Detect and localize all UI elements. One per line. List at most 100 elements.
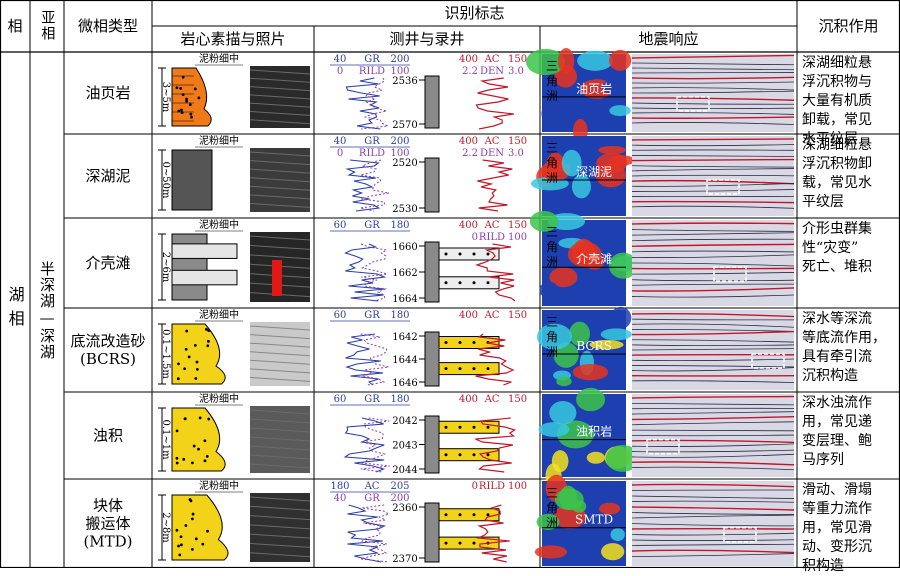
log-curve-name: RILD — [359, 148, 385, 159]
log-scale-min: 40 — [334, 493, 347, 504]
bed-dot — [459, 453, 462, 456]
seismic-attribute-patch — [587, 452, 605, 464]
lithology-column — [425, 332, 439, 386]
seismic-label: 油页岩 — [576, 81, 612, 96]
log-scale-min: 400 — [459, 136, 478, 147]
grain-dot — [191, 461, 194, 464]
microfacies-name: 深湖泥 — [85, 167, 130, 185]
lithology-column — [425, 76, 439, 128]
depth-label: 2530 — [392, 204, 417, 215]
log-scale-max: 180 — [390, 394, 409, 405]
depth-label: 2042 — [392, 416, 417, 427]
grain-dot — [177, 110, 180, 113]
core-sketch — [172, 324, 225, 384]
seismic-label: 三 — [546, 141, 558, 155]
bed-dot — [445, 426, 448, 429]
log-scale-min: 0 — [337, 148, 343, 159]
core-sketch — [172, 408, 225, 471]
grain-dot — [177, 545, 180, 548]
sand-bed — [439, 449, 499, 461]
grain-dot — [192, 513, 195, 516]
bed-dot — [487, 513, 490, 516]
log-scale-min: 400 — [459, 394, 478, 405]
grain-dot — [185, 330, 188, 333]
subfacies-label: 半深湖—深湖 — [30, 52, 64, 568]
log-curve-name: RILD — [479, 481, 505, 492]
grain-dot — [179, 87, 182, 90]
log-curve-name: DEN — [480, 148, 504, 159]
bed-dot — [445, 542, 448, 545]
grain-dot — [196, 361, 199, 364]
core-sketch — [172, 150, 212, 210]
header-facies: 相 — [0, 0, 30, 52]
bed-dot — [473, 513, 476, 516]
log-curve-name: AC — [484, 394, 500, 405]
seismic-label: BCRS — [576, 339, 611, 353]
seismic-label: 角 — [546, 240, 558, 254]
depth-label: 1664 — [392, 294, 417, 305]
grain-dot — [177, 363, 180, 366]
grain-scale: 泥粉细中 — [199, 392, 239, 405]
thickness-label: 3~5m — [160, 82, 171, 113]
log-curve-name: AC — [364, 481, 380, 492]
grain-dot — [176, 457, 179, 460]
log-scale-min: 400 — [459, 310, 478, 321]
seismic-attribute-patch — [610, 307, 631, 329]
grain-dot — [204, 459, 207, 462]
bed-dot — [445, 253, 448, 256]
log-curve-name: GR — [364, 394, 380, 405]
seismic-label: 角 — [546, 330, 558, 344]
seismic-attribute-patch — [609, 50, 631, 71]
log-curve-name: GR — [364, 54, 380, 65]
grain-dot — [185, 98, 188, 101]
grain-scale: 泥粉细中 — [199, 308, 239, 321]
shell-layer — [172, 270, 237, 285]
log-curve-name: AC — [484, 54, 500, 65]
seismic-label: 三 — [546, 315, 558, 329]
grain-dot — [177, 377, 180, 380]
log-scale-max: 150 — [508, 136, 527, 147]
rild-curve — [361, 418, 390, 472]
gr-curve — [347, 78, 381, 129]
log-scale-max: 200 — [390, 136, 409, 147]
microfacies-name: 浊积 — [93, 427, 123, 445]
grain-dot — [183, 367, 186, 370]
grain-dot — [194, 344, 197, 347]
microfacies-name: 块体 — [93, 497, 123, 515]
log-curve-name: AC — [484, 220, 500, 231]
grain-dot — [182, 458, 185, 461]
grain-scale: 泥粉细中 — [199, 479, 239, 492]
grain-dot — [207, 340, 210, 343]
grain-dot — [197, 97, 200, 100]
log-scale-min: 0 — [472, 481, 478, 492]
bed-dot — [459, 341, 462, 344]
sedimentary-effect-text: 介形虫群集 性“灾变” 死亡、堆积 — [802, 220, 898, 277]
depth-label: 1644 — [392, 355, 417, 366]
seismic-attribute-patch — [552, 450, 569, 472]
log-scale-max: 3.0 — [508, 66, 524, 77]
log-scale-min: 60 — [334, 394, 347, 405]
seismic-attribute-patch — [611, 528, 625, 541]
thickness-label: 0.1~1m — [160, 419, 171, 460]
log-scale-min: 40 — [334, 54, 347, 65]
depth-label: 2570 — [392, 120, 417, 131]
log-curve-name: RILD — [479, 232, 505, 243]
depth-label: 1660 — [392, 242, 417, 253]
grain-scale: 泥粉细中 — [199, 218, 239, 231]
depth-label: 2520 — [392, 158, 417, 169]
grain-scale: 泥粉细中 — [199, 52, 239, 65]
seismic-label: 洲 — [546, 255, 558, 269]
log-scale-min: 2.2 — [462, 148, 478, 159]
thickness-label: 0.1~1.5m — [160, 329, 171, 379]
grain-dot — [201, 543, 204, 546]
core-photo — [250, 493, 310, 562]
lithology-column — [425, 503, 439, 562]
grain-dot — [176, 86, 179, 89]
log-scale-max: 100 — [508, 232, 527, 243]
log-scale-max: 150 — [508, 394, 527, 405]
depth-label: 2360 — [392, 503, 417, 514]
seismic-attribute-patch — [541, 106, 553, 122]
lithology-column — [425, 158, 439, 212]
